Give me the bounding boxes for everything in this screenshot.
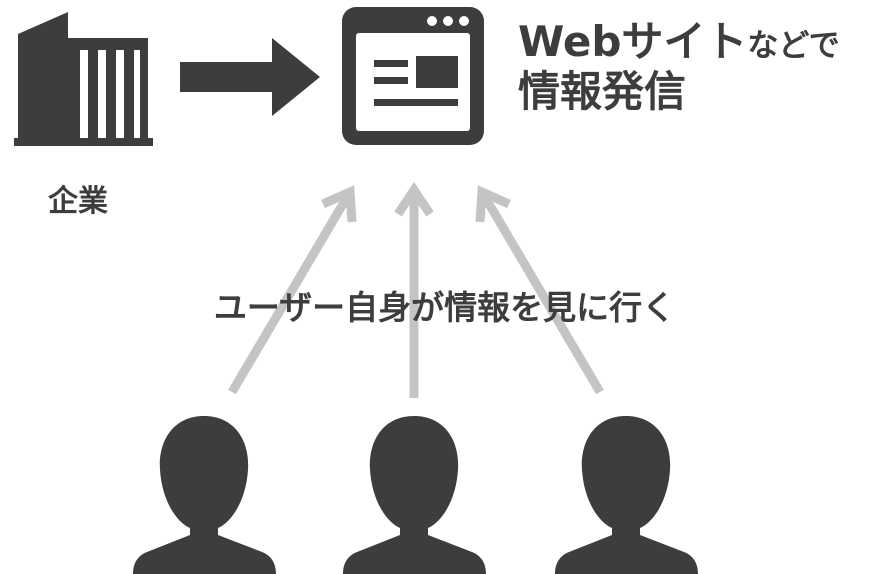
website-title-line2: 情報発信 (518, 67, 687, 117)
website-title-main: Webサイト (518, 17, 748, 66)
left-user-arrow (228, 185, 357, 395)
users-caption: ユーザー自身が情報を見に行く (213, 288, 676, 327)
user-silhouette-right (555, 416, 698, 574)
company-label: 企業 (48, 184, 108, 219)
right-user-arrow (475, 185, 604, 395)
center-user-arrow (394, 181, 434, 398)
building-icon (14, 12, 153, 146)
user-silhouette-left (133, 416, 276, 574)
website-title-suffix: などで (747, 28, 840, 64)
browser-window-icon (342, 7, 484, 145)
user-to-website-arrows (228, 181, 604, 398)
right-arrow-icon (180, 38, 320, 116)
user-silhouette-center (343, 416, 486, 574)
website-title: Webサイトなどで 情報発信 (518, 17, 840, 117)
